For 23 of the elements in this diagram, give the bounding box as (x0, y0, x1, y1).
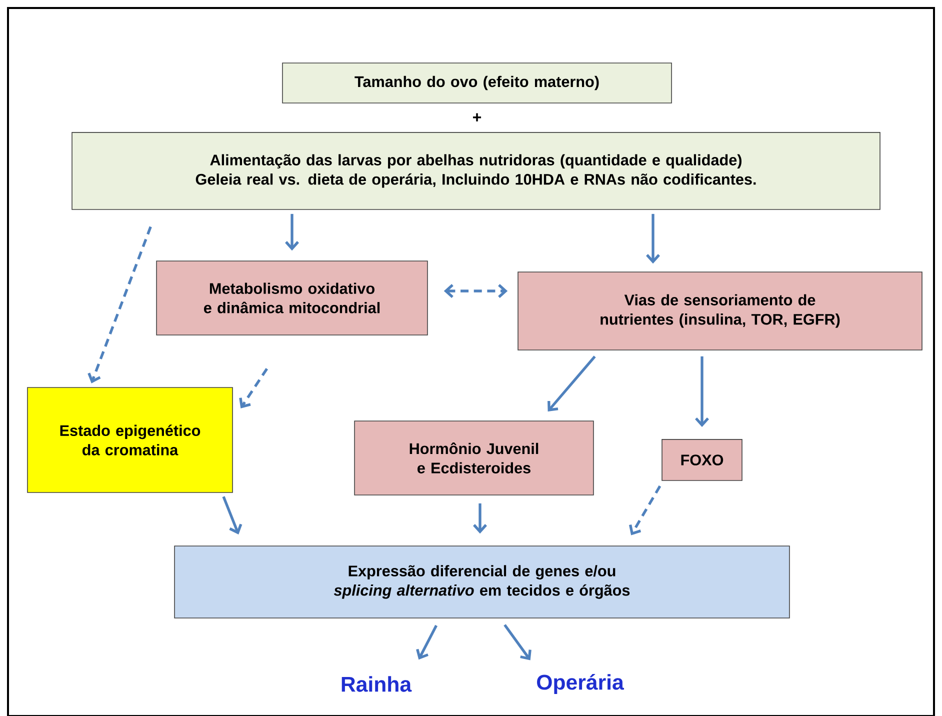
process-box: Expressão diferencial de genes e/ou splicing alternativo em tecidos e órgãos (174, 546, 790, 618)
arrow (239, 368, 268, 408)
arrow (548, 356, 596, 412)
process-box: Estado epigenético da cromatina (27, 387, 233, 493)
plus-sign: + (473, 113, 482, 122)
arrow (695, 356, 709, 428)
process-box: Hormônio Juvenil e Ecdisteroides (354, 420, 594, 496)
process-box: FOXO (662, 439, 742, 481)
outcome-text: Operária (537, 674, 624, 694)
process-box: Tamanho do ovo (efeito materno) (282, 62, 672, 104)
arrow (504, 624, 532, 660)
arrow (222, 496, 242, 534)
arrow (416, 624, 438, 660)
process-box: Vias de sensoriamento de nutrientes (insulina, TOR, EGFR) (518, 272, 922, 350)
outcome-text: Rainha (342, 676, 412, 692)
process-box: Alimentação das larvas por abelhas nutridoras (quantidade e qualidade) Geleia real vs. dieta de operária, Incluindo 10HDA e RNAs não codificantes. (72, 132, 880, 210)
arrow (444, 284, 508, 298)
arrow (473, 503, 487, 534)
process-box: Metabolismo oxidativo e dinâmica mitocondrial (156, 260, 428, 336)
arrow (629, 485, 662, 536)
arrow (88, 226, 152, 384)
arrow (646, 214, 660, 264)
arrow (285, 214, 299, 251)
